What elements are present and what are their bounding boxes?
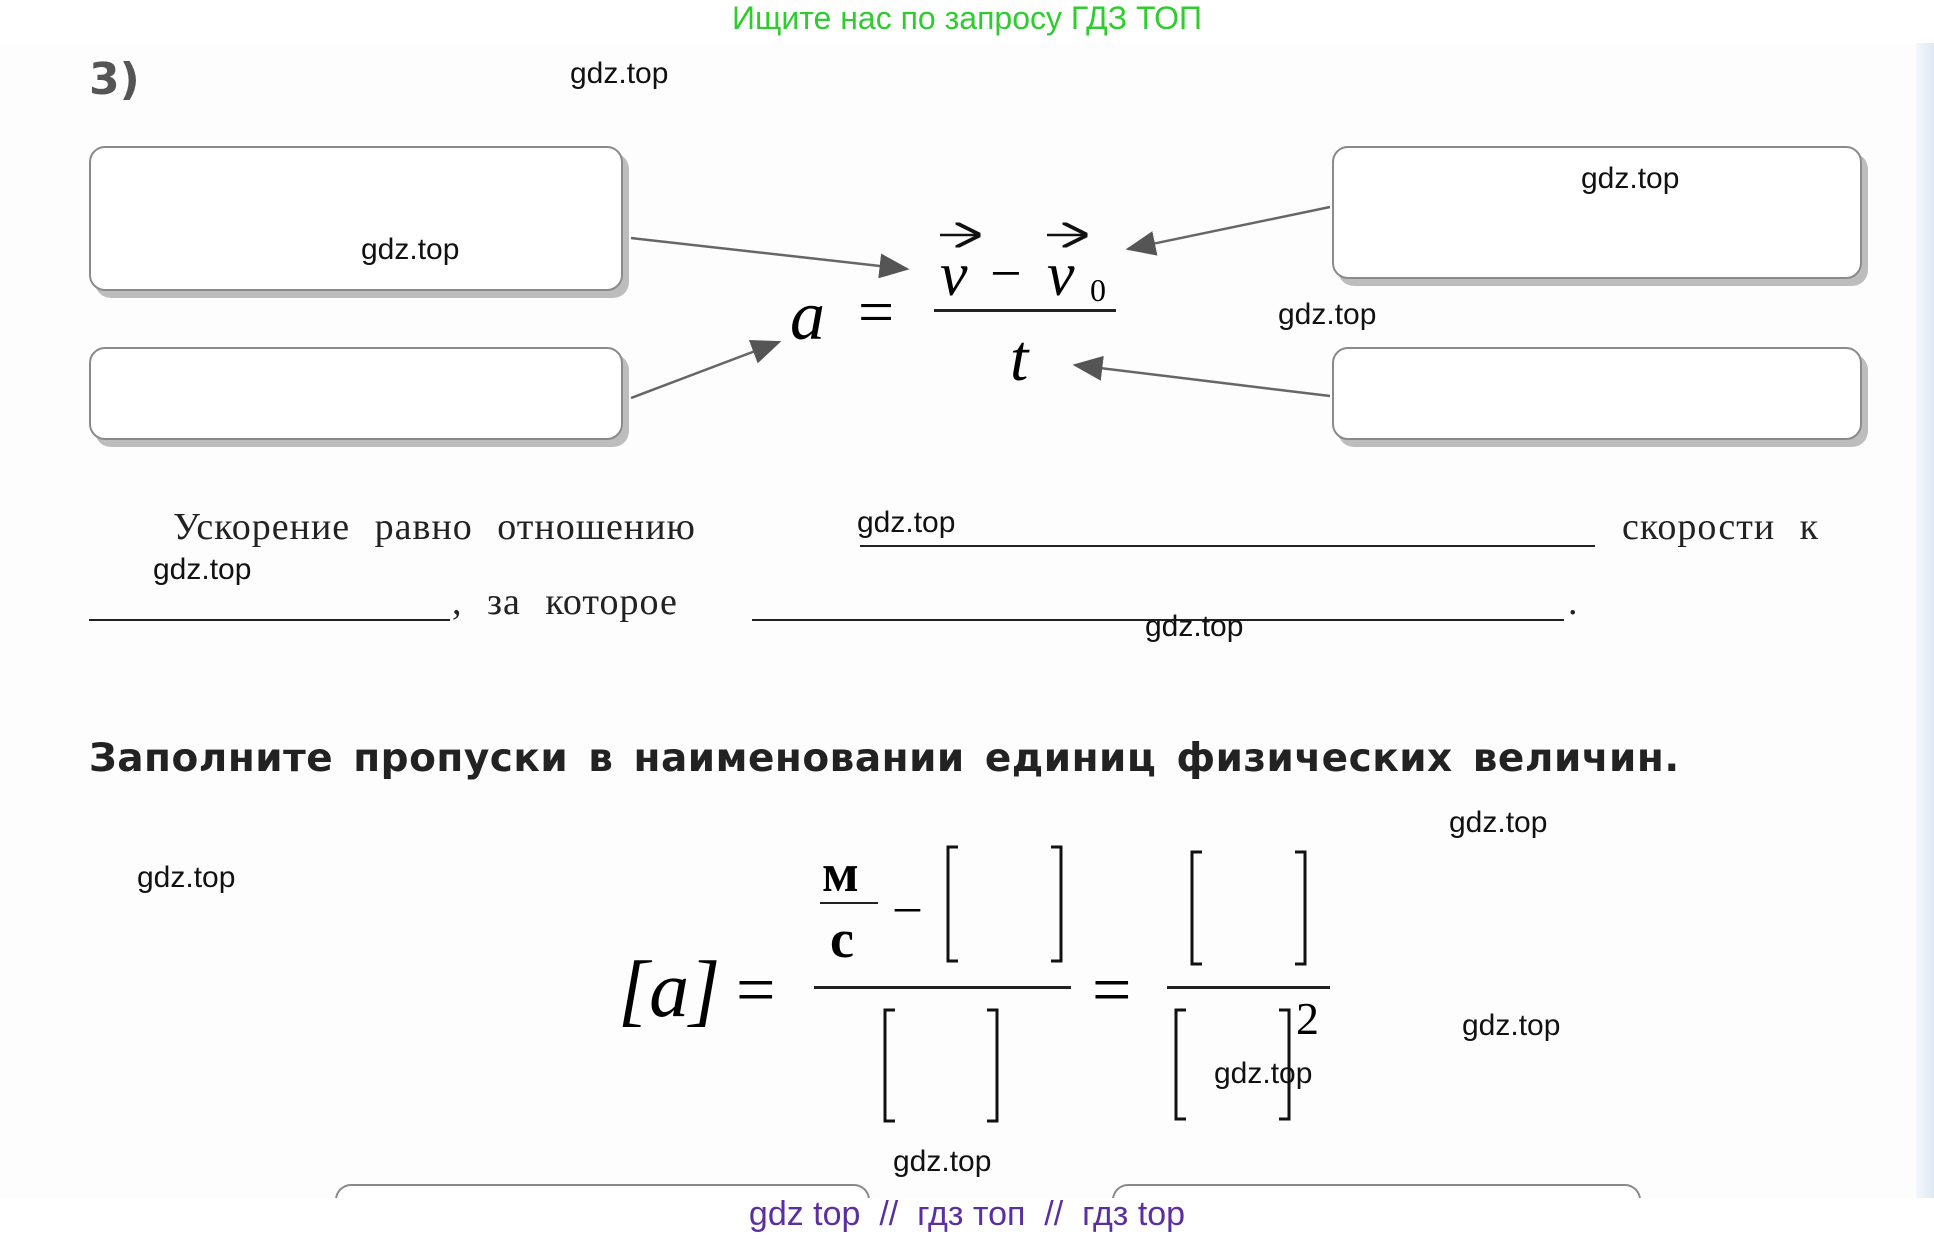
watermark: gdz.top: [570, 57, 669, 90]
bracket-blank-numerator-2[interactable]: [1190, 850, 1307, 966]
footer-bar: [0, 1198, 1934, 1240]
watermark: gdz.top: [1581, 162, 1680, 195]
watermark: gdz.top: [1462, 1009, 1561, 1042]
subscript-zero: 0: [1090, 272, 1106, 308]
sentence-part2: скорости к: [1622, 506, 1820, 548]
blank-2[interactable]: [89, 619, 450, 621]
formula-equals: =: [858, 276, 895, 347]
search-banner[interactable]: Ищите нас по запросу ГДЗ ТОП: [732, 0, 1202, 36]
sentence-part4: .: [1568, 581, 1579, 623]
task-number: 3): [89, 54, 140, 105]
bracket-blank-numerator-1[interactable]: [946, 845, 1063, 963]
formula-minus: −: [990, 243, 1022, 305]
watermark: gdz.top: [1449, 806, 1548, 839]
answer-box-bottom-right[interactable]: [1332, 347, 1862, 440]
unit-a-lhs: [a]: [618, 946, 721, 1034]
watermark: gdz.top: [1278, 298, 1377, 331]
section-heading: Заполните пропуски в наименовании единиц…: [89, 736, 1680, 781]
arrow-to-v0: [1125, 205, 1331, 256]
formula-a: a: [790, 278, 825, 355]
watermark: gdz.top: [361, 233, 460, 266]
exponent-2: 2: [1296, 993, 1319, 1044]
blank-3[interactable]: [752, 619, 1564, 621]
watermark: gdz.top: [1145, 610, 1244, 643]
formula2-equals-1: =: [736, 952, 776, 1029]
bracket-blank-denominator-2[interactable]: [1174, 1008, 1291, 1121]
velocity-v: v: [940, 241, 968, 309]
answer-box-top-left[interactable]: [89, 146, 623, 291]
watermark: gdz.top: [137, 861, 236, 894]
fraction-line-2: [814, 986, 1071, 989]
formula2-equals-2: =: [1092, 952, 1132, 1029]
bracket-blank-denominator-1[interactable]: [883, 1008, 999, 1123]
arrow-to-numerator: [630, 236, 910, 279]
unit-second: с: [830, 909, 854, 969]
fraction-line-3: [1167, 986, 1330, 989]
watermark: gdz.top: [1214, 1057, 1313, 1090]
unit-metre: м: [822, 843, 859, 903]
small-fraction-line: [820, 902, 878, 904]
formula2-minus: –: [895, 877, 920, 933]
answer-box-bottom-left[interactable]: [89, 347, 623, 440]
arrow-to-a: [630, 340, 782, 400]
answer-box-top-right[interactable]: [1332, 146, 1862, 279]
watermark: gdz.top: [893, 1145, 992, 1178]
velocity-v0: v: [1047, 241, 1075, 309]
sentence-part3: , за которое: [452, 581, 678, 623]
fraction-line: [934, 309, 1116, 312]
page-edge: [1916, 43, 1934, 1198]
time-t: t: [1010, 322, 1029, 395]
blank-1[interactable]: [860, 545, 1595, 547]
watermark: gdz.top: [153, 553, 252, 586]
watermark: gdz.top: [857, 506, 956, 539]
sentence-part1: Ускорение равно отношению: [173, 506, 696, 548]
footer-watermark[interactable]: gdz top // гдз топ // гдз top: [748, 1195, 1186, 1233]
arrow-to-t: [1072, 355, 1331, 398]
